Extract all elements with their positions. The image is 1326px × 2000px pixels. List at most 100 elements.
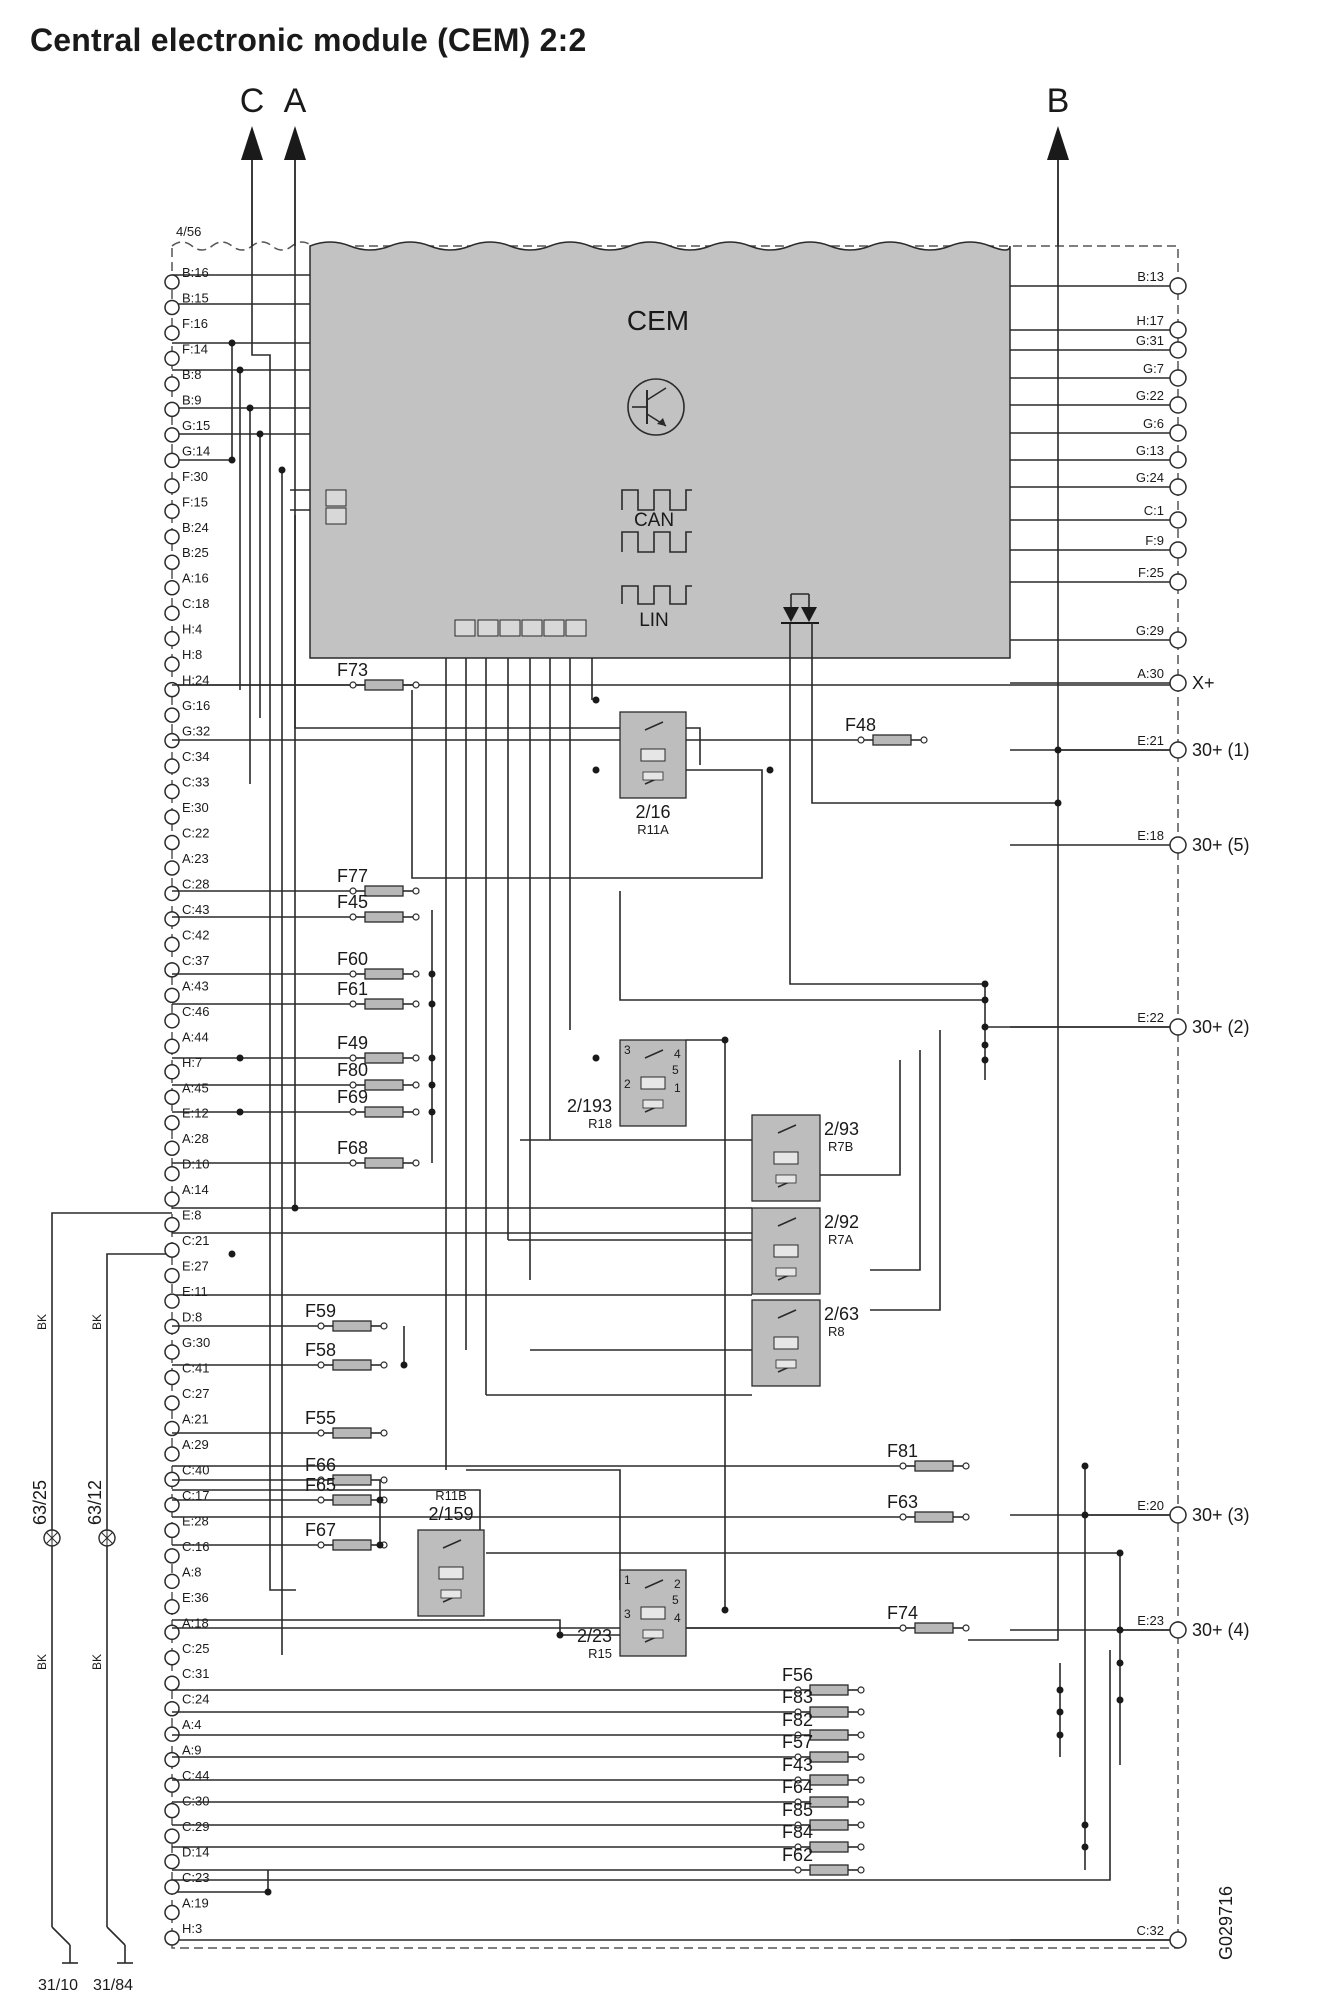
junction-dot — [400, 1361, 408, 1369]
supply-label: 30+ (1) — [1192, 740, 1250, 760]
left-pin: A:16 — [164, 571, 209, 596]
pin-label: A:21 — [182, 1411, 209, 1426]
pin-label: A:43 — [182, 978, 209, 993]
left-pin: A:29 — [164, 1437, 209, 1462]
relay-id: 2/193 — [567, 1096, 612, 1116]
junction-dot — [278, 466, 286, 474]
junction-dot — [592, 766, 600, 774]
pin-label: G:30 — [182, 1335, 210, 1350]
pin-label: G:32 — [182, 724, 210, 739]
fuse-f64: F64 — [172, 1777, 865, 1808]
junction-dot — [428, 1054, 436, 1062]
fuse-label: F69 — [337, 1087, 368, 1107]
fuse-f59: F59 — [172, 1301, 388, 1332]
fuse-label: F81 — [887, 1441, 918, 1461]
left-pin: F:15 — [164, 494, 208, 520]
left-pin: D:10 — [164, 1157, 209, 1182]
pin-label: C:24 — [182, 1692, 209, 1707]
relay-name: R11A — [637, 822, 669, 837]
pin-label: F:16 — [182, 316, 208, 331]
pin-label: E:23 — [1137, 1613, 1164, 1628]
junction-dot — [721, 1606, 729, 1614]
fuse-f82: F82 — [172, 1710, 865, 1741]
pin-label: E:21 — [1137, 733, 1164, 748]
right-pin: H:17 — [1010, 313, 1187, 339]
left-pin: C:21 — [164, 1233, 209, 1258]
left-pin: A:28 — [164, 1131, 209, 1156]
pin-label: E:11 — [182, 1284, 208, 1299]
junction-dot — [1056, 1708, 1064, 1716]
supply-label: 30+ (4) — [1192, 1620, 1250, 1640]
right-pin: G:7 — [1010, 361, 1187, 387]
junction-dot — [291, 1204, 299, 1212]
right-pin: B:13 — [1010, 269, 1187, 295]
relay-terminal: 3 — [624, 1607, 631, 1621]
fuse-label: F84 — [782, 1822, 813, 1842]
junction-dot — [981, 1041, 989, 1049]
pin-label: C:33 — [182, 775, 209, 790]
pin-label: C:1 — [1144, 503, 1164, 518]
left-pin: A:23 — [164, 851, 209, 876]
pin-label: C:31 — [182, 1666, 209, 1681]
relay-id: 2/16 — [635, 802, 670, 822]
pin-label: A:28 — [182, 1131, 209, 1146]
can-bus-icon — [621, 489, 692, 553]
junction-dot — [236, 1054, 244, 1062]
junction-dot — [246, 404, 254, 412]
transistor-icon — [627, 378, 685, 436]
junction-dot — [721, 1036, 729, 1044]
left-pin: C:30 — [164, 1794, 209, 1819]
pin-label: H:24 — [182, 673, 209, 688]
arrow-label: B — [1047, 82, 1070, 120]
left-pin: C:18 — [164, 596, 209, 621]
ground-point: 31/84 — [93, 1977, 133, 1994]
junction-dot — [981, 996, 989, 1004]
fuse-f55: F55 — [172, 1408, 388, 1439]
fuse-f80: F80 — [172, 1060, 420, 1091]
junction-dot — [428, 970, 436, 978]
pin-label: E:22 — [1137, 1010, 1164, 1025]
left-pin: C:22 — [164, 825, 209, 851]
fuse-f45: F45 — [172, 892, 420, 923]
relay-id: 2/23 — [577, 1626, 612, 1646]
left-pin: A:43 — [164, 978, 209, 1004]
pin-label: C:43 — [182, 902, 209, 917]
pin-label: H:4 — [182, 622, 202, 637]
can-label: CAN — [634, 510, 674, 531]
relay-id: 2/159 — [428, 1504, 473, 1524]
junction-dot — [981, 980, 989, 988]
left-pin: C:37 — [164, 953, 209, 978]
pin-label: C:46 — [182, 1004, 209, 1019]
pin-label: F:15 — [182, 494, 208, 509]
pin-label: E:8 — [182, 1208, 202, 1223]
pin-label: C:40 — [182, 1462, 209, 1477]
pin-label: G:16 — [182, 698, 210, 713]
left-pin: A:4 — [164, 1717, 202, 1742]
fuse-label: F61 — [337, 979, 368, 999]
junction-dot — [1081, 1462, 1089, 1470]
pin-label: B:16 — [182, 265, 209, 280]
left-pin: H:4 — [164, 622, 202, 647]
junction-dot — [1054, 746, 1062, 754]
fuse-f61: F61 — [172, 979, 420, 1010]
pin-label: H:17 — [1137, 313, 1164, 328]
junction-dot — [236, 1108, 244, 1116]
fuse-f85: F85 — [172, 1800, 865, 1831]
pin-label: C:27 — [182, 1386, 209, 1401]
right-pin: G:24 — [1010, 470, 1187, 496]
pin-label: E:27 — [182, 1259, 209, 1274]
junction-dot — [766, 766, 774, 774]
ground-point: 31/10 — [38, 1977, 78, 1994]
junction-dot — [428, 1081, 436, 1089]
junction-dot — [228, 456, 236, 464]
left-pin: F:30 — [164, 469, 208, 494]
fuse-label: F85 — [782, 1800, 813, 1820]
ground-circuits — [43, 1212, 172, 1964]
fuse-label: F43 — [782, 1755, 813, 1775]
fuse-f73: F73 — [172, 660, 420, 691]
